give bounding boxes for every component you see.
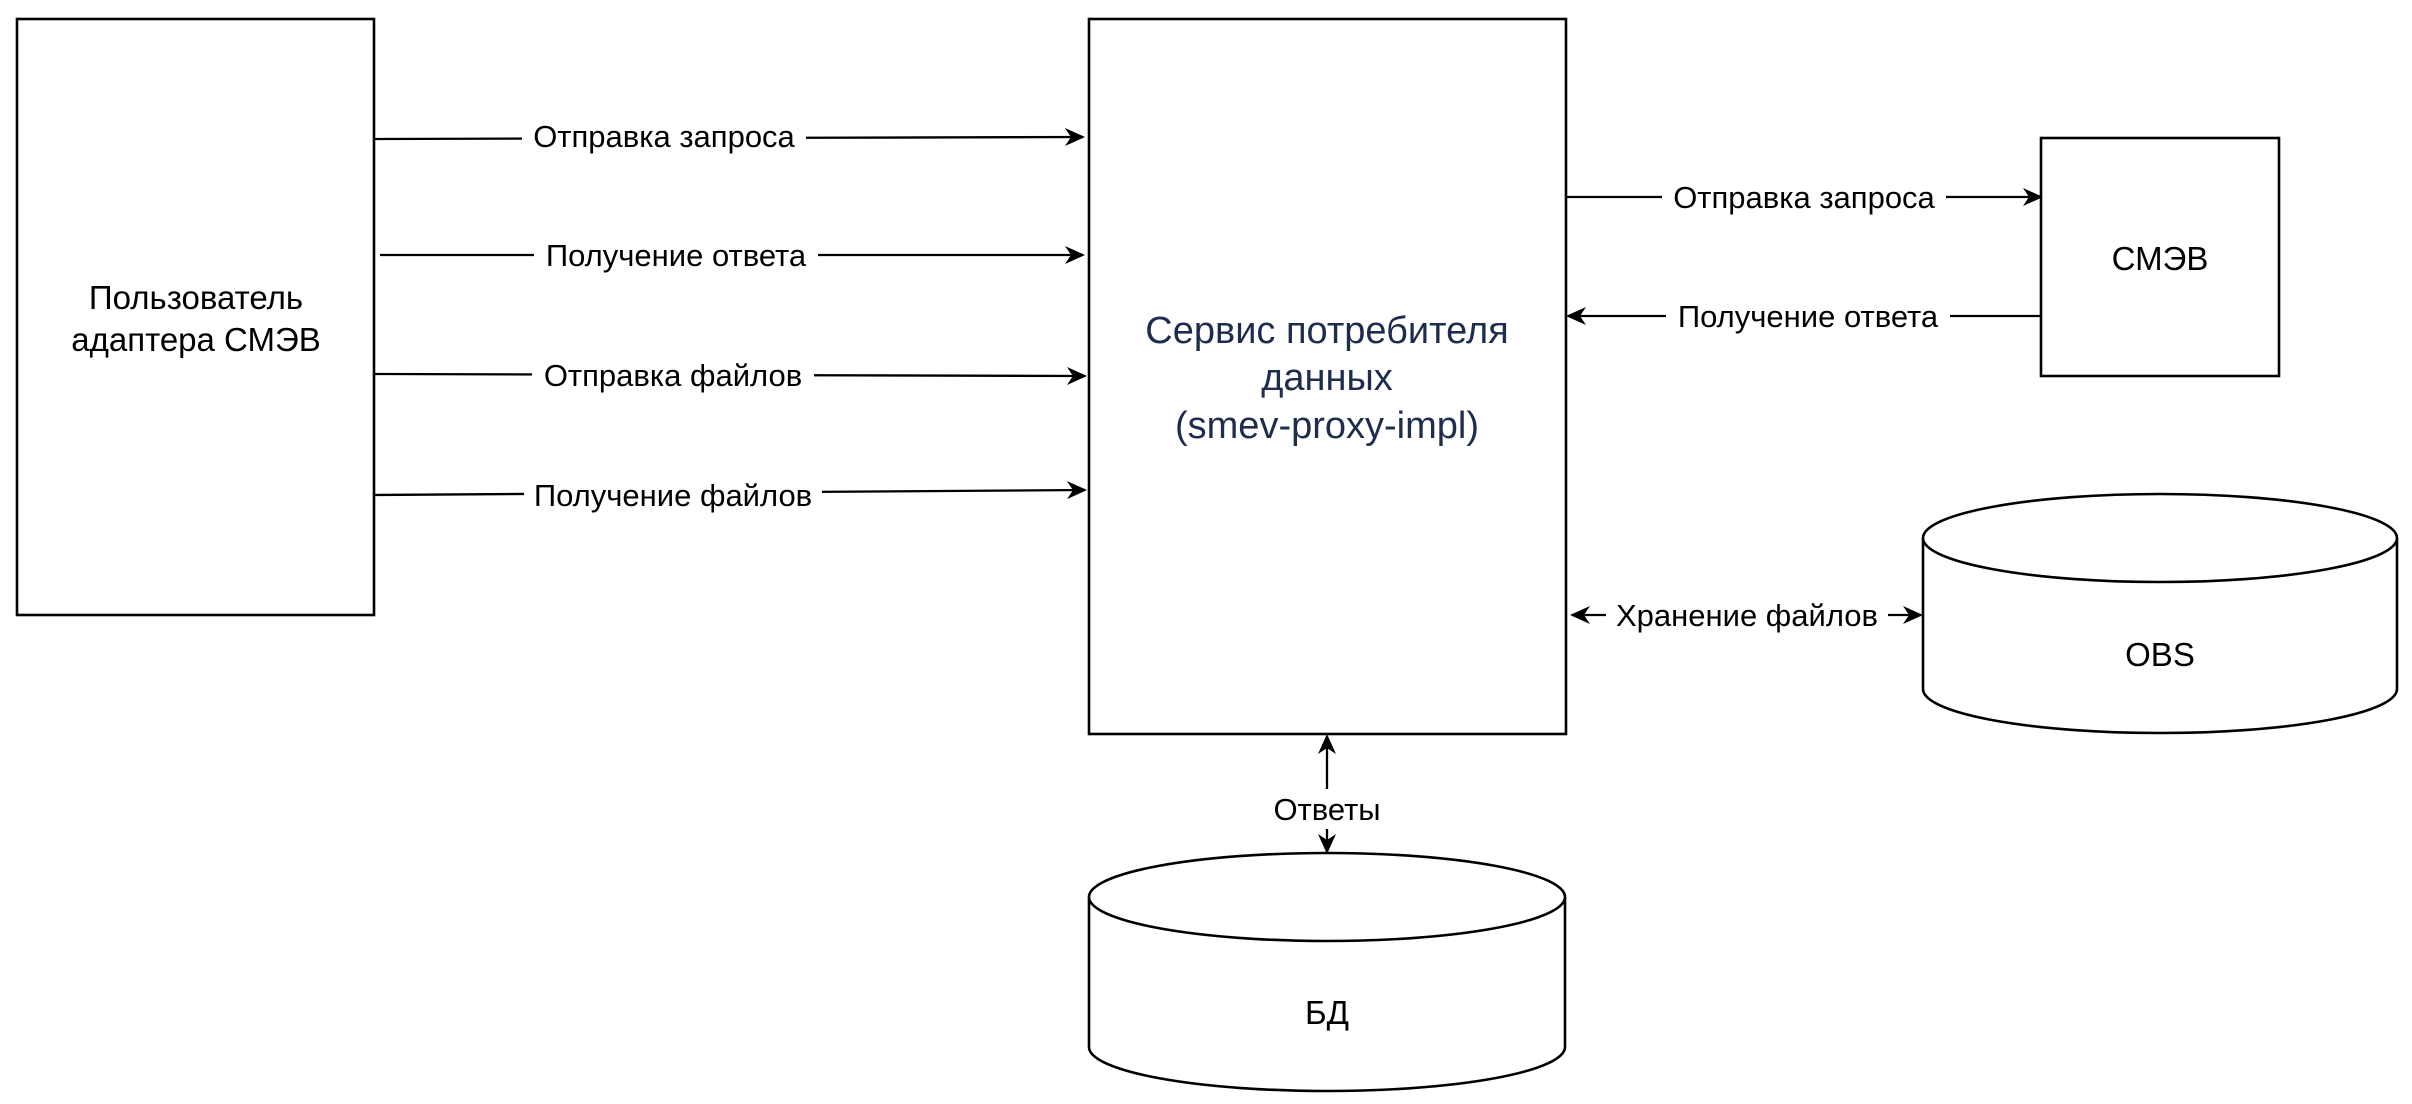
db-node-label: БД (1305, 994, 1349, 1031)
edge-user-get-files: Получение файлов (373, 475, 1087, 515)
smev-node-label: СМЭВ (2112, 240, 2209, 277)
obs-storage-node: OBS (1921, 492, 2399, 735)
edge-label-file-storage: Хранение файлов (1616, 598, 1878, 633)
user-node: Пользователь адаптера СМЭВ (15, 17, 376, 617)
edge-label-smev-send-request: Отправка запроса (1673, 180, 1935, 215)
edge-label-user-get-response: Получение ответа (546, 238, 807, 273)
edge-user-get-response: Получение ответа (380, 235, 1085, 275)
service-node-label-line1: Сервис потребителя (1145, 310, 1508, 352)
service-node-label-line2: данных (1261, 357, 1393, 399)
service-node-label-line3: (smev-proxy-impl) (1175, 405, 1479, 447)
db-node: БД (1087, 851, 1567, 1093)
user-node-label-line2: адаптера СМЭВ (71, 321, 320, 358)
edge-user-send-request: Отправка запроса (373, 116, 1085, 156)
edge-smev-get-response: Получение ответа (1566, 296, 2041, 336)
edge-label-user-send-files: Отправка файлов (544, 358, 802, 393)
edge-label-smev-get-response: Получение ответа (1678, 299, 1939, 334)
edge-label-user-send-request: Отправка запроса (533, 119, 795, 154)
edge-label-user-get-files: Получение файлов (534, 478, 812, 513)
edge-db-responses: Ответы (1273, 734, 1381, 854)
obs-storage-node-label: OBS (2125, 636, 2195, 673)
edge-file-storage: Хранение файлов (1570, 595, 1923, 635)
smev-node: СМЭВ (2039, 136, 2281, 378)
edge-user-send-files: Отправка файлов (373, 355, 1087, 395)
user-node-label-line1: Пользователь (89, 279, 303, 316)
edge-label-db-responses: Ответы (1273, 792, 1380, 827)
edge-smev-send-request: Отправка запроса (1566, 177, 2043, 217)
service-node: Сервис потребителя данных (smev-proxy-im… (1087, 17, 1568, 736)
